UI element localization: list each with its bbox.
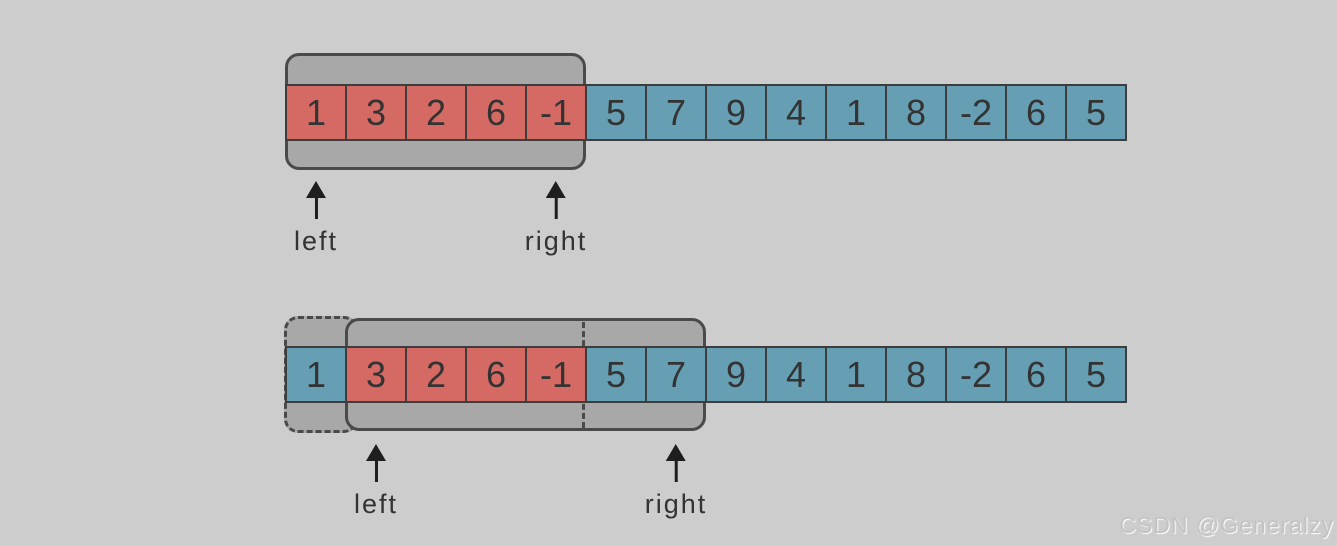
array-cell: 6 — [465, 84, 527, 141]
array-cell: 6 — [1005, 84, 1067, 141]
array-cell: 9 — [705, 346, 767, 403]
up-arrow-icon — [366, 444, 386, 461]
array-cell: 6 — [1005, 346, 1067, 403]
arrow-stem — [674, 461, 678, 482]
right-pointer: right — [645, 444, 708, 520]
array-cell: 3 — [345, 84, 407, 141]
array-cell: 8 — [885, 84, 947, 141]
array-cell: 9 — [705, 84, 767, 141]
array-cell: 6 — [465, 346, 527, 403]
array-cell: 4 — [765, 346, 827, 403]
array-cell: 7 — [645, 84, 707, 141]
pointer-label: right — [524, 226, 588, 256]
array-cell: 5 — [1065, 346, 1127, 403]
array-cell: 7 — [645, 346, 707, 403]
pointer-label: right — [644, 489, 708, 519]
array-cell: 2 — [405, 346, 467, 403]
array-cell: 2 — [405, 84, 467, 141]
up-arrow-icon — [666, 444, 686, 461]
arrow-stem — [554, 198, 558, 219]
array-cell: -1 — [525, 346, 587, 403]
array-row: 1 3 2 6 -1 5 7 9 4 1 8 -2 6 5 — [285, 346, 1127, 403]
pointer-label: left — [353, 489, 399, 519]
array-cell: 3 — [345, 346, 407, 403]
arrow-stem — [374, 461, 378, 482]
array-cell: -2 — [945, 346, 1007, 403]
up-arrow-icon — [546, 181, 566, 198]
array-row: 1 3 2 6 -1 5 7 9 4 1 8 -2 6 5 — [285, 84, 1127, 141]
right-pointer: right — [525, 181, 588, 257]
pointer-label: left — [293, 226, 339, 256]
array-cell: 5 — [585, 84, 647, 141]
array-cell: 1 — [285, 84, 347, 141]
left-pointer: left — [294, 181, 338, 257]
array-cell: 5 — [585, 346, 647, 403]
array-cell: -1 — [525, 84, 587, 141]
array-cell: 1 — [825, 346, 887, 403]
arrow-stem — [314, 198, 318, 219]
array-cell: 1 — [825, 84, 887, 141]
array-cell: 1 — [285, 346, 347, 403]
left-pointer: left — [354, 444, 398, 520]
array-cell: 5 — [1065, 84, 1127, 141]
array-cell: 8 — [885, 346, 947, 403]
array-cell: -2 — [945, 84, 1007, 141]
watermark: CSDN @Generalzy — [1119, 512, 1334, 538]
up-arrow-icon — [306, 181, 326, 198]
array-cell: 4 — [765, 84, 827, 141]
